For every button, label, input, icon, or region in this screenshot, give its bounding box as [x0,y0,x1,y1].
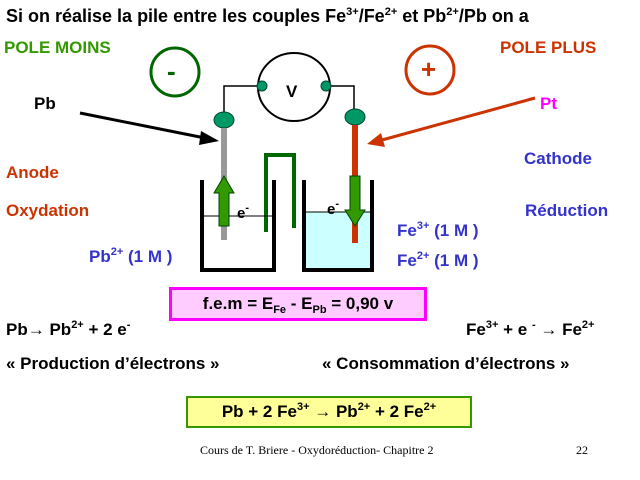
pb-pointer-line [79,111,206,140]
overall-reaction: Pb + 2 Fe3+ → Pb2+ + 2 Fe2+ [221,401,437,422]
electron-label-left: e- [237,202,250,223]
pb-ion-label: Pb2+ (1 M ) [89,246,173,267]
pb-label: Pb [34,94,56,113]
plus-sign: + [421,54,437,84]
fe3-ion-label: Fe3+ (1 M ) [397,220,479,241]
voltmeter-terminal-right [320,80,332,92]
pb-pointer-head [199,131,219,145]
pt-pointer-head [367,133,385,147]
minus-circle [149,46,201,98]
oxydation-label: Oxydation [6,201,90,220]
external-wire-left [223,85,262,120]
electron-arrow-down [344,175,366,227]
electron-label-right: e- [327,198,340,219]
fem-box: f.e.m = EFe - EPb = 0,90 v [169,287,427,321]
cathode-label: Cathode [524,149,592,168]
pole-moins-label: POLE MOINS [4,38,111,57]
left-beaker [200,180,276,272]
reduction-label: Réduction [525,201,609,220]
right-solution [306,212,370,270]
clip-left [213,111,235,129]
pt-label: Pt [540,94,557,113]
minus-sign: - [167,56,176,86]
left-half-reaction: Pb→ Pb2+ + 2 e- [6,319,131,340]
left-caption: « Production d’électrons » [6,354,220,373]
fe2-ion-label: Fe2+ (1 M ) [397,250,479,271]
page-number: 22 [576,443,588,457]
pt-pointer-line [381,96,536,142]
footer-text: Cours de T. Briere - Oxydoréduction- Cha… [200,443,434,457]
pole-plus-label: POLE PLUS [500,38,597,57]
voltmeter-terminal-left [256,80,268,92]
clip-right [344,108,366,126]
right-caption: « Consommation d’électrons » [322,354,570,373]
voltmeter-label: V [286,82,298,101]
right-half-reaction: Fe3+ + e - → Fe2+ [466,319,595,340]
external-wire-right [326,85,355,115]
overall-reaction-box: Pb + 2 Fe3+ → Pb2+ + 2 Fe2+ [186,396,472,428]
salt-bridge [264,153,296,232]
plus-circle [404,44,456,96]
electron-arrow-up [213,175,235,227]
right-beaker [302,180,374,272]
anode-label: Anode [6,163,59,182]
slide-title: Si on réalise la pile entre les couples … [6,6,529,26]
fem-formula: f.e.m = EFe - EPb = 0,90 v [202,294,394,316]
